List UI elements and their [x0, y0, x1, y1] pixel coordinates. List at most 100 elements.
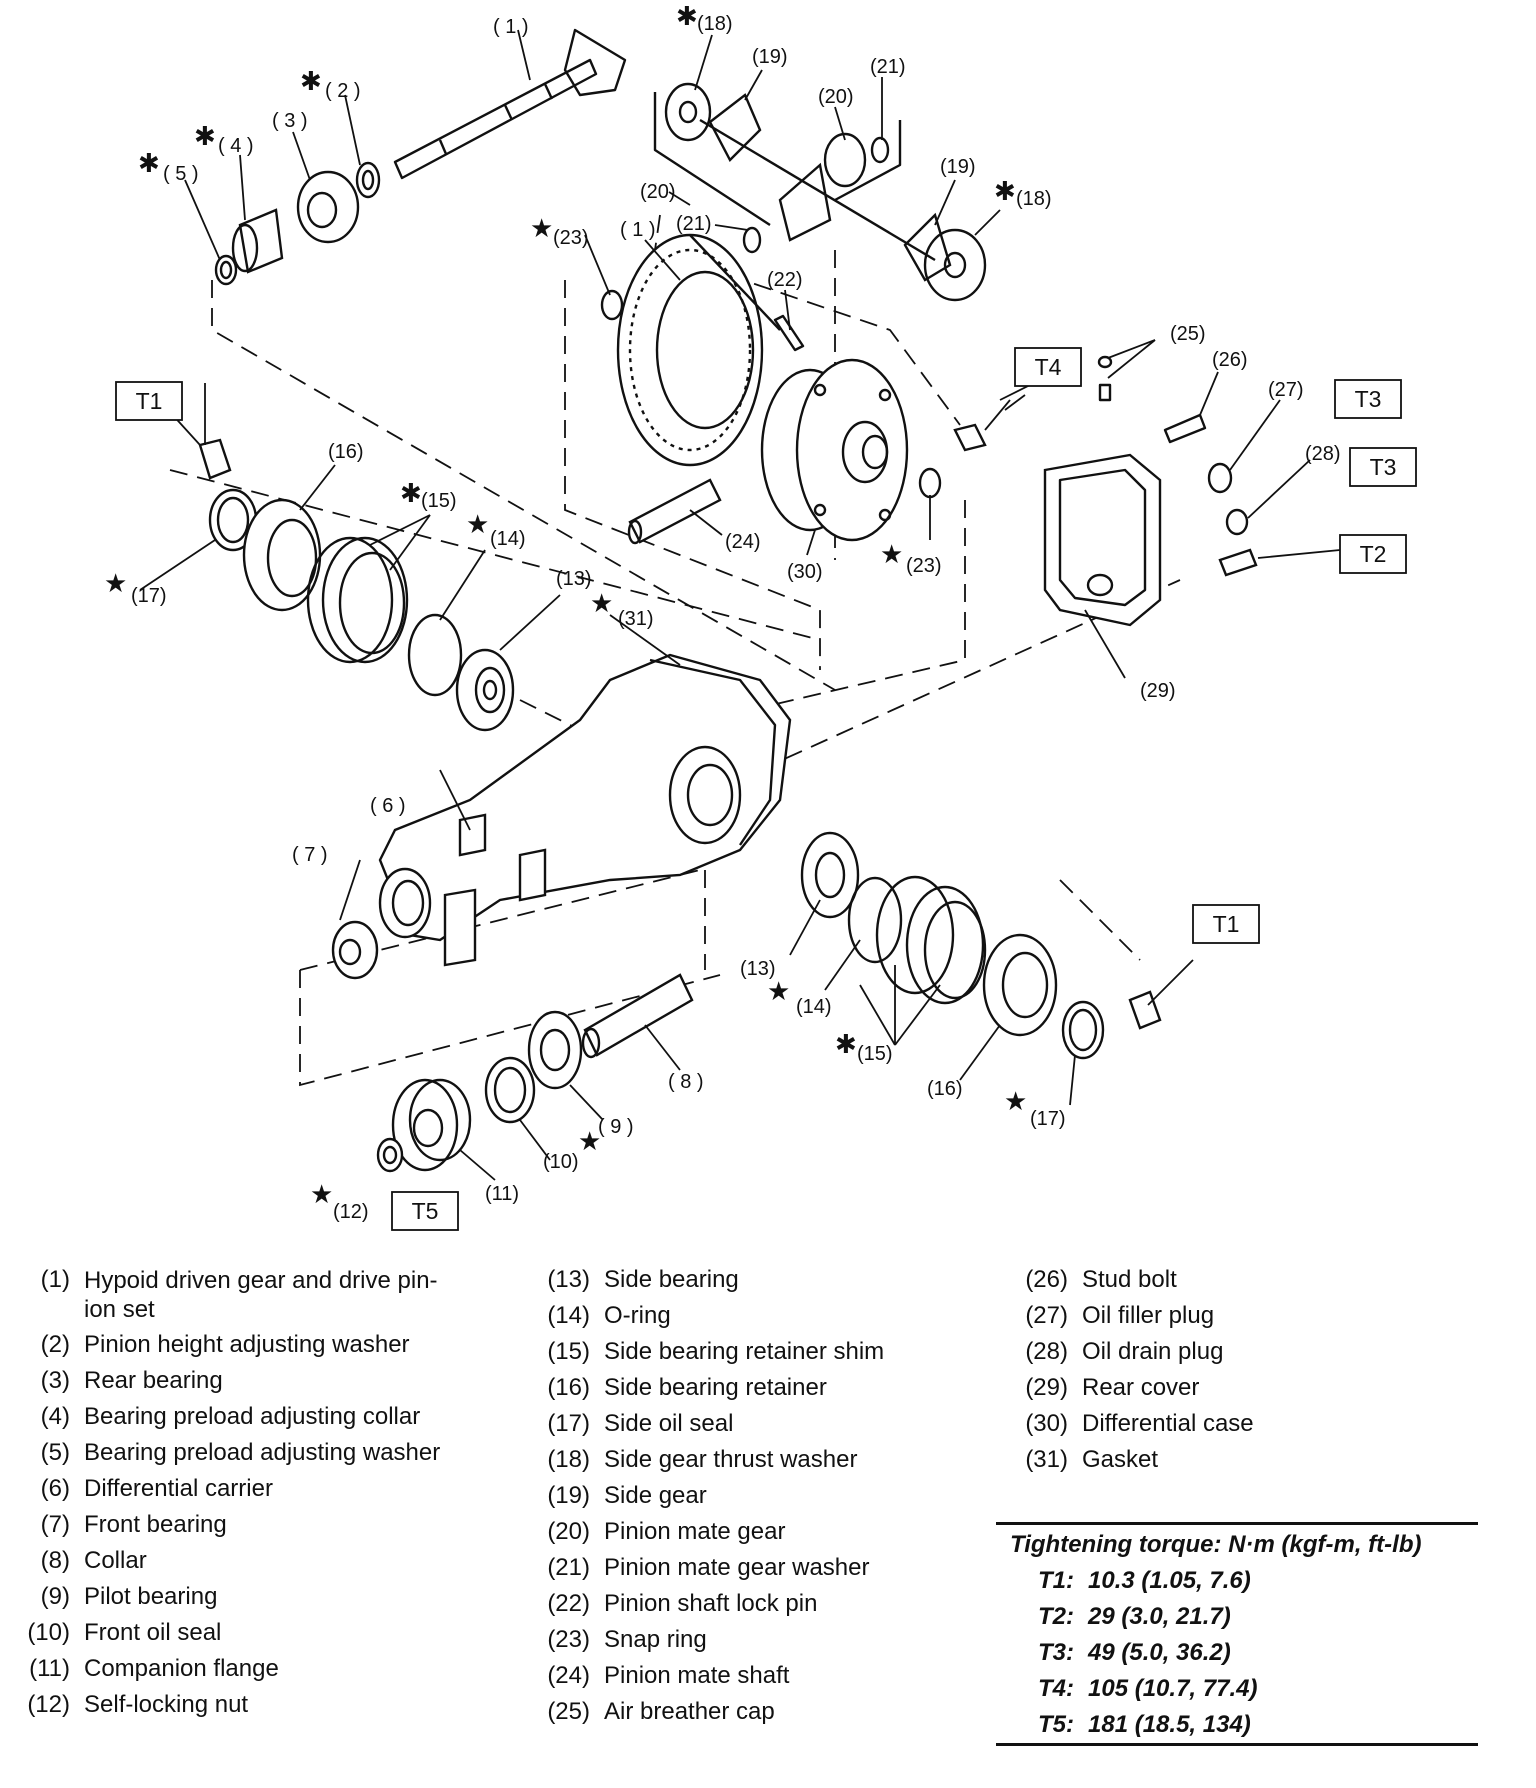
callout: (18) — [697, 13, 733, 35]
callout: (23) — [553, 227, 589, 249]
legend-number: (16) — [547, 1374, 590, 1401]
legend-name: Side oil seal — [604, 1410, 734, 1437]
callout: (23) — [906, 555, 942, 577]
apply-mark: ★ — [1004, 1086, 1027, 1116]
legend-number: (26) — [1025, 1266, 1068, 1293]
legend-name: Differential carrier — [84, 1475, 273, 1502]
legend-name: Front oil seal — [84, 1619, 222, 1646]
torque-label: T3: — [1038, 1639, 1074, 1666]
legend-number: (4) — [40, 1403, 70, 1430]
callout: (28) — [1305, 443, 1341, 465]
torque-row: T3: 49 (5.0, 36.2) — [996, 1635, 1478, 1671]
legend-name: Pinion mate gear — [604, 1518, 786, 1545]
callout: (17) — [1030, 1108, 1066, 1130]
exploded-view-diagram: T1 T4 T3 T3 T2 T1 T5 ✱ ✱ ✱ ✱ ✱ ✱ ✱ ★ ★ ★… — [104, 1, 1417, 1231]
torque-box-t4: T4 — [1014, 347, 1082, 387]
legend-column-1: (1) Hypoid driven gear and drive pin-ion… — [0, 1262, 464, 1723]
apply-mark: ★ — [590, 588, 613, 618]
legend-number: (20) — [547, 1518, 590, 1545]
legend-row: (11)Companion flange — [0, 1651, 464, 1687]
legend-name: Side bearing retainer — [604, 1374, 827, 1401]
legend-number: (3) — [40, 1367, 70, 1394]
torque-box-t1-left: T1 — [115, 381, 183, 421]
legend-name: Gasket — [1082, 1446, 1159, 1473]
torque-box-label: T2 — [1360, 541, 1387, 567]
legend-row: (28)Oil drain plug — [998, 1334, 1254, 1370]
callout: ( 2 ) — [325, 80, 361, 102]
ring-gear-bolt — [953, 423, 987, 452]
torque-value: 10.3 (1.05, 7.6) — [1088, 1567, 1251, 1594]
callout: (13) — [556, 568, 592, 590]
legend-name: Pilot bearing — [84, 1583, 218, 1610]
torque-row: T5: 181 (18.5, 134) — [996, 1707, 1478, 1743]
legend-name: Front bearing — [84, 1511, 227, 1538]
legend-row: (22)Pinion shaft lock pin — [520, 1586, 884, 1622]
legend-name: Side bearing retainer shim — [604, 1338, 885, 1365]
callout: (19) — [940, 156, 976, 178]
callout: ( 9 ) — [598, 1116, 634, 1138]
differential-gear-set — [653, 82, 987, 302]
legend-row: (7)Front bearing — [0, 1507, 464, 1543]
callout: ( 6 ) — [370, 795, 406, 817]
legend-row: (23)Snap ring — [520, 1622, 884, 1658]
legend-row: (16) Side bearing retainer — [520, 1370, 884, 1406]
torque-box-t5: T5 — [391, 1191, 459, 1231]
callout: (14) — [490, 528, 526, 550]
legend-number: (1) — [40, 1266, 70, 1293]
torque-box-t3-upper: T3 — [1334, 379, 1402, 419]
torque-row: T2:29 (3.0, 21.7) — [996, 1599, 1478, 1635]
legend-name: O-ring — [604, 1302, 671, 1329]
legend-name: Stud bolt — [1082, 1266, 1177, 1293]
replace-mark: ✱ — [994, 176, 1016, 206]
legend-row: (20) Pinion mate gear — [520, 1514, 884, 1550]
callout: (27) — [1268, 379, 1304, 401]
torque-table-heading: Tightening torque: N·m (kgf-m, ft-lb) — [1010, 1531, 1422, 1558]
legend-row: (12)Self-locking nut — [0, 1687, 464, 1723]
callout: ( 1 ) — [493, 16, 529, 38]
torque-value: 105 (10.7, 77.4) — [1088, 1675, 1258, 1702]
callout: (12) — [333, 1201, 369, 1223]
torque-value: 181 (18.5, 134) — [1088, 1711, 1251, 1738]
callout: (17) — [131, 585, 167, 607]
legend-row: (13)Side bearing — [520, 1262, 884, 1298]
legend-number: (18) — [547, 1446, 590, 1473]
legend-row: (17)Side oil seal — [520, 1406, 884, 1442]
callout: (19) — [752, 46, 788, 68]
legend-number: (23) — [547, 1626, 590, 1653]
torque-row: T1:10.3 (1.05, 7.6) — [996, 1563, 1478, 1599]
callout: (29) — [1140, 680, 1176, 702]
legend-number: (2) — [40, 1331, 70, 1358]
legend-number: (27) — [1025, 1302, 1068, 1329]
legend-row: (6)Differential carrier — [0, 1471, 464, 1507]
legend-number: (13) — [547, 1266, 590, 1293]
apply-mark: ★ — [578, 1126, 601, 1156]
replace-mark: ✱ — [300, 66, 322, 96]
torque-value: 49 (5.0, 36.2) — [1088, 1639, 1231, 1666]
legend-row: (25)Air breather cap — [520, 1694, 884, 1730]
torque-box-label: T1 — [136, 388, 163, 414]
legend-number: (25) — [547, 1698, 590, 1725]
front-bearing — [331, 920, 379, 980]
legend-name: Pinion height adjusting washer — [84, 1331, 410, 1358]
torque-label: T5: — [1038, 1711, 1074, 1738]
replace-mark: ✱ — [400, 478, 422, 508]
legend-row: (10)Front oil seal — [0, 1615, 464, 1651]
legend-row: (30)Differential case — [998, 1406, 1253, 1442]
tightening-torque-table: Tightening torque: N·m (kgf-m, ft-lb) T1… — [996, 1522, 1478, 1746]
callout: (22) — [767, 269, 803, 291]
replace-marks: ✱ ✱ ✱ ✱ ✱ ✱ ✱ — [138, 1, 1016, 1059]
replace-mark: ✱ — [138, 148, 160, 178]
callout: (20) — [640, 181, 676, 203]
torque-label: T4: — [1038, 1675, 1074, 1702]
legend-column-3: (26)Stud bolt (27)Oil filler plug (28)Oi… — [998, 1262, 1254, 1478]
legend-number: (14) — [547, 1302, 590, 1329]
legend-number: (5) — [40, 1439, 70, 1466]
pinion-lock-pin — [773, 314, 805, 352]
callout: ( 5 ) — [163, 163, 199, 185]
apply-mark: ★ — [530, 213, 553, 243]
apply-mark: ★ — [767, 976, 790, 1006]
callout: (26) — [1212, 349, 1248, 371]
replace-mark: ✱ — [676, 1, 698, 31]
callout: (10) — [543, 1151, 579, 1173]
legend-number: (15) — [547, 1338, 590, 1365]
